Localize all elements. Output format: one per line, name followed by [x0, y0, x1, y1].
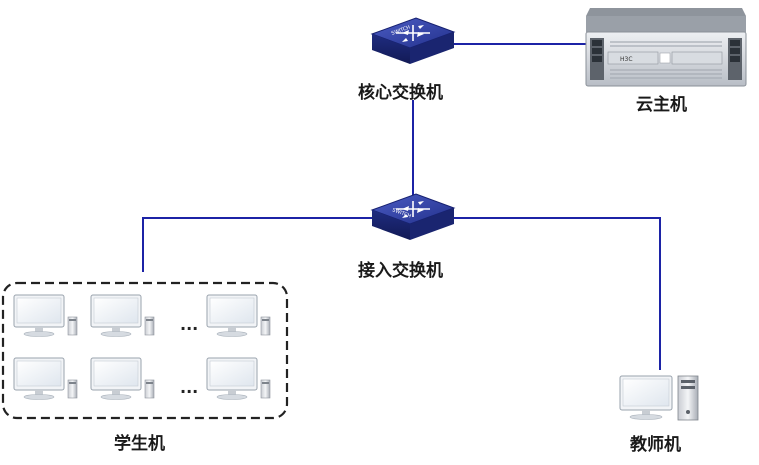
teacher-computer-icon	[619, 375, 699, 421]
server-brand-mark: H3C	[620, 56, 633, 63]
network-links	[142, 43, 661, 370]
core-switch-label: 核心交换机	[358, 83, 443, 103]
access-switch-label: 接入交换机	[358, 261, 443, 281]
student-computer-icon	[90, 357, 155, 400]
core-switch-icon: SWITCH	[371, 17, 455, 65]
link-access-to-teacher	[452, 217, 661, 370]
link-access-to-students	[142, 217, 375, 272]
student-group-label: 学生机	[114, 434, 165, 454]
student-ellipsis-row-2: ...	[180, 378, 198, 397]
access-switch-icon: SWITCH	[371, 193, 455, 241]
student-ellipsis-row-1: ...	[180, 315, 198, 334]
student-computer-icon	[13, 294, 78, 337]
student-group-box	[1, 281, 289, 420]
student-computer-icon	[90, 294, 155, 337]
cloud-host-label: 云主机	[636, 95, 687, 115]
cloud-host-server-icon: H3C	[585, 8, 747, 87]
teacher-label: 教师机	[630, 435, 681, 455]
student-computer-icon	[206, 294, 271, 337]
student-computer-icon	[206, 357, 271, 400]
student-computer-icon	[13, 357, 78, 400]
